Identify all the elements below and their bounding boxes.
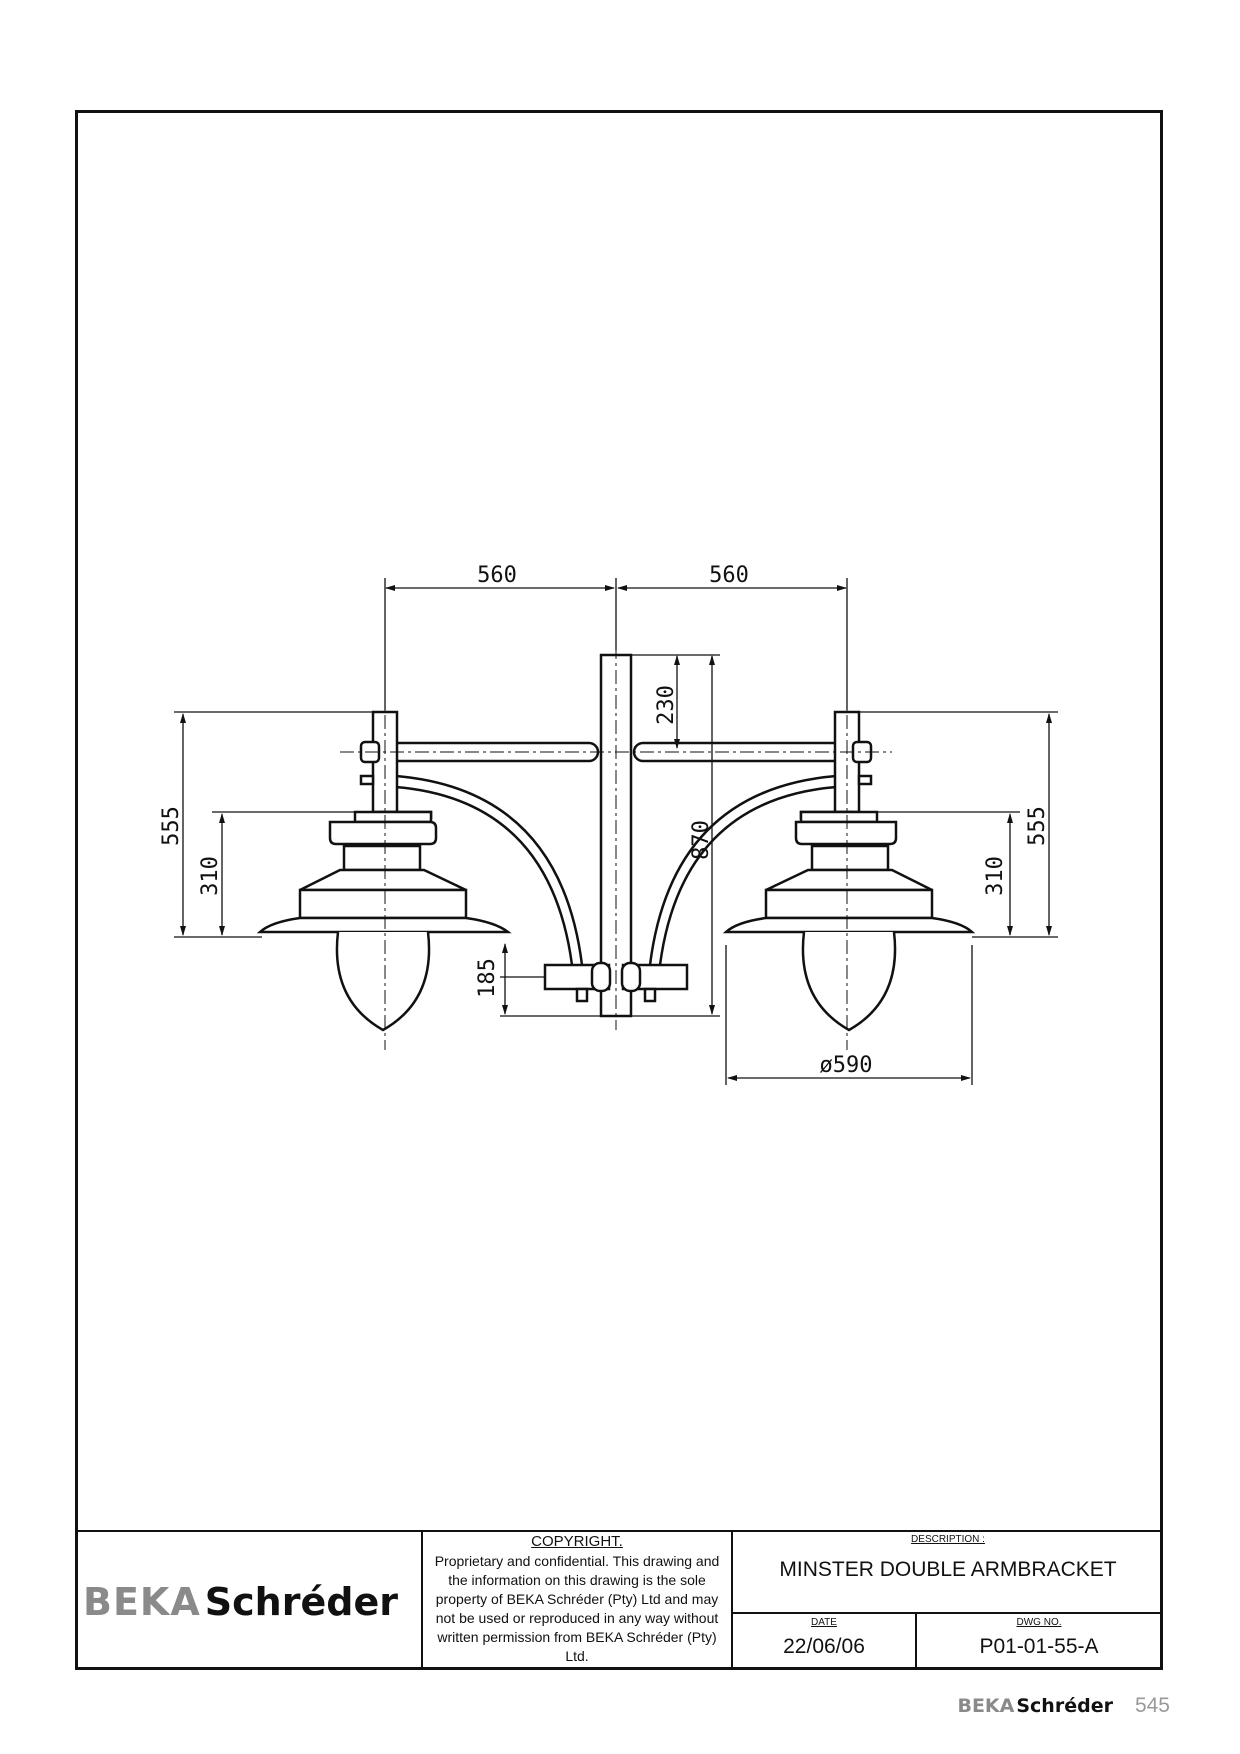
page-number: 545	[1134, 1694, 1170, 1717]
footer-logo-beka: BEKA	[957, 1695, 1015, 1717]
logo-beka: BEKA	[83, 1580, 201, 1624]
title-block: BEKA Schréder COPYRIGHT. Proprietary and…	[75, 1530, 1163, 1670]
dim-right-span: 560	[709, 563, 749, 588]
dim-left-outer: 555	[159, 806, 184, 846]
right-curved-brace	[648, 774, 837, 966]
dwg-box: DWG NO. P01-01-55-A	[915, 1614, 1163, 1670]
dim-lantern-diameter: ø590	[820, 1053, 873, 1078]
logo-schreder: Schréder	[204, 1580, 398, 1624]
dim-left-inner: 310	[198, 856, 223, 896]
centre-lines	[340, 620, 892, 1050]
copyright-heading: COPYRIGHT.	[531, 1533, 623, 1550]
dim-right-inner: 310	[983, 856, 1008, 896]
date-value: 22/06/06	[783, 1635, 865, 1658]
copyright-cell: COPYRIGHT. Proprietary and confidential.…	[423, 1532, 733, 1670]
left-lantern	[256, 810, 512, 1032]
dwg-value: P01-01-55-A	[979, 1635, 1099, 1658]
dim-left-span: 560	[477, 563, 517, 588]
date-label: DATE	[811, 1617, 837, 1628]
date-box: DATE 22/06/06	[733, 1614, 917, 1670]
dim-top-offset: 230	[654, 685, 679, 725]
dim-total-height: 870	[689, 820, 714, 860]
dim-right-outer: 555	[1025, 806, 1050, 846]
central-pole	[599, 653, 633, 1018]
dim-bottom-bracket: 185	[475, 958, 500, 998]
right-lantern	[722, 810, 976, 1032]
title-block-logo-cell: BEKA Schréder	[75, 1532, 423, 1670]
dwg-label: DWG NO.	[1016, 1617, 1062, 1628]
description-label: DESCRIPTION :	[911, 1534, 985, 1545]
dimension-lines	[174, 578, 1058, 1085]
footer-logo-schreder: Schréder	[1016, 1695, 1113, 1717]
description-box: DESCRIPTION : MINSTER DOUBLE ARMBRACKET	[733, 1532, 1163, 1614]
description-cell: DESCRIPTION : MINSTER DOUBLE ARMBRACKET …	[733, 1532, 1163, 1670]
page-footer: BEKA Schréder 545	[957, 1694, 1170, 1718]
left-curved-brace	[395, 774, 584, 966]
company-logo: BEKA Schréder	[83, 1580, 398, 1624]
drawing-frame	[75, 110, 1163, 1670]
description-value: MINSTER DOUBLE ARMBRACKET	[779, 1558, 1117, 1581]
copyright-text: Proprietary and confidential. This drawi…	[434, 1553, 720, 1664]
